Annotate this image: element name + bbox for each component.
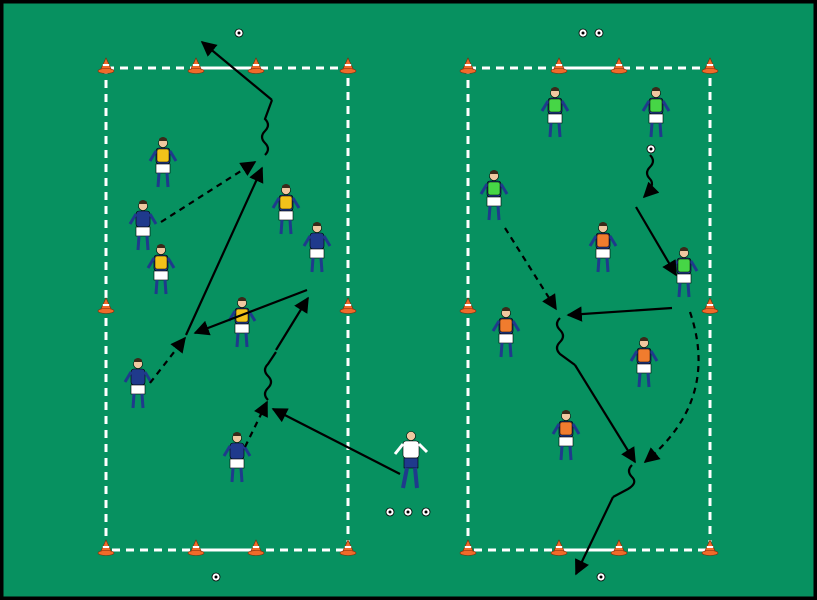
player-orange-bib — [588, 220, 618, 274]
run-arrow — [275, 296, 309, 351]
player-yellow-bib — [148, 135, 178, 189]
dribble-arrow — [263, 351, 277, 401]
left-players — [123, 135, 429, 489]
player-green-bib — [641, 85, 671, 139]
coach — [393, 431, 429, 489]
run-arrow — [200, 41, 273, 101]
pass-arrow — [149, 336, 186, 384]
right-movement-arrows — [504, 154, 700, 576]
player-green-bib — [479, 168, 509, 222]
player-yellow-bib — [271, 182, 301, 236]
left-movement-arrows — [149, 41, 401, 475]
player-orange-bib — [629, 335, 659, 389]
pass-arrow — [193, 288, 308, 336]
run-arrow — [635, 206, 677, 277]
pass-arrow — [566, 306, 673, 322]
dribble-arrow — [555, 317, 576, 366]
run-arrow — [184, 166, 264, 336]
right-players — [479, 85, 699, 462]
run-arrow — [575, 496, 614, 576]
player-orange-bib — [551, 408, 581, 462]
pass-arrow — [643, 311, 700, 463]
pass-arrow — [244, 400, 268, 448]
pass-arrow — [160, 161, 257, 223]
run-arrow — [574, 364, 636, 464]
dribble-arrow — [642, 154, 660, 199]
dribble-arrow — [260, 99, 274, 156]
dribble-arrow — [612, 464, 636, 498]
pass-arrow — [504, 227, 557, 311]
player-green-bib — [540, 85, 570, 139]
player-yellow-bib — [146, 242, 176, 296]
player-orange-bib — [491, 305, 521, 359]
pass-arrow — [271, 408, 401, 475]
player-green-bib — [669, 245, 699, 299]
